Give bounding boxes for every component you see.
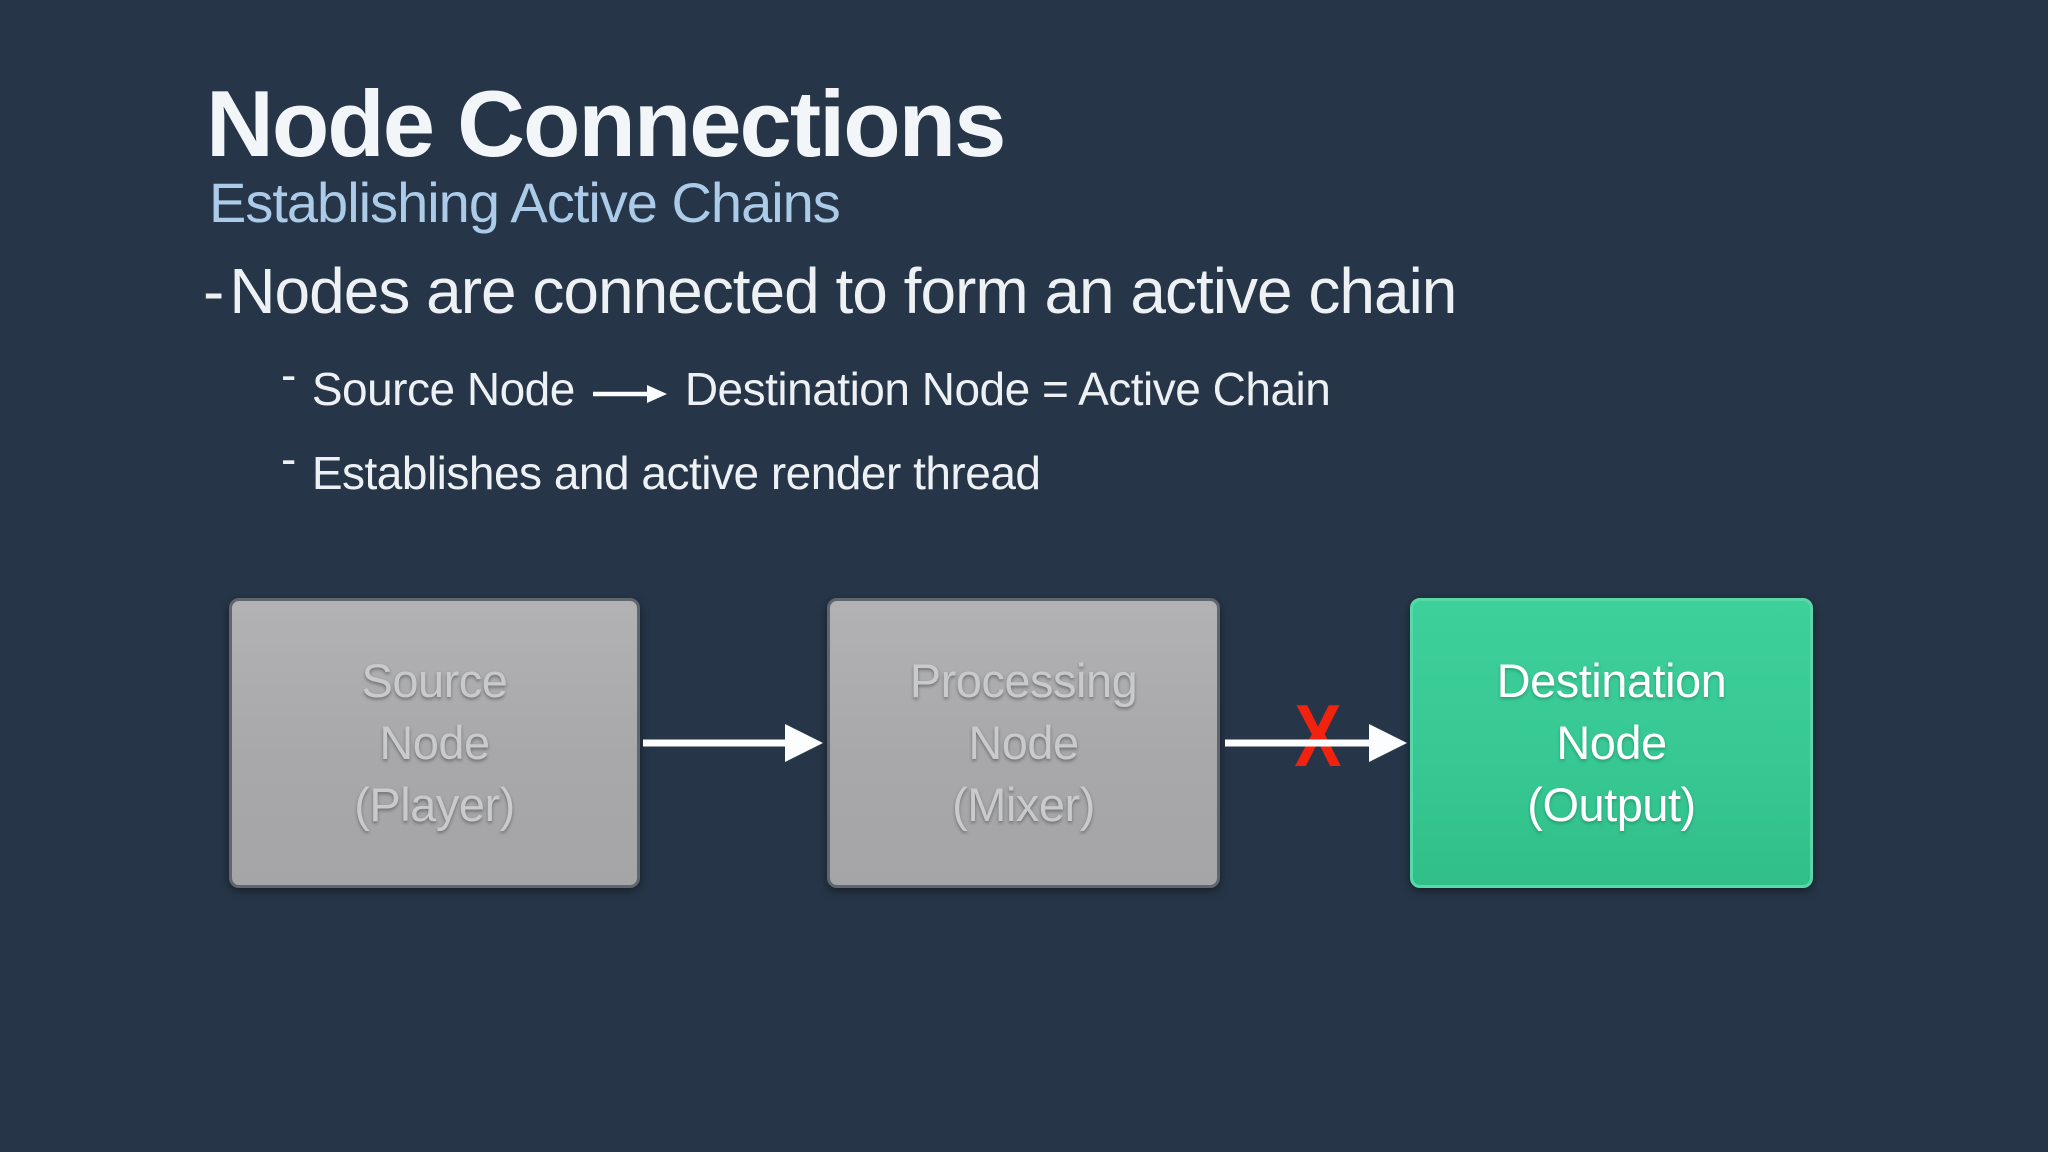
- sub-bullet-render-thread: - Establishes and active render thread: [281, 432, 1041, 500]
- flow-arrow-icon: [643, 724, 823, 762]
- bullet-main: - Nodes are connected to form an active …: [203, 254, 1457, 328]
- destination-node-box: Destination Node (Output): [1410, 598, 1813, 888]
- node-label-line: Source: [361, 654, 508, 707]
- node-label-line: (Player): [354, 778, 515, 831]
- bullet-dash-marker: -: [203, 255, 224, 327]
- node-label-line: (Output): [1527, 778, 1696, 831]
- slide-subtitle: Establishing Active Chains: [209, 171, 841, 234]
- broken-connection-x-mark: X: [1294, 686, 1342, 785]
- slide-title: Node Connections: [206, 71, 1006, 176]
- node-label-line: Node: [1556, 716, 1667, 769]
- flow-arrow-icon: [1225, 724, 1407, 762]
- node-label-line: Node: [968, 716, 1079, 769]
- right-arrow-icon: [592, 385, 667, 403]
- node-label-line: Processing: [909, 654, 1138, 707]
- source-node-box: Source Node (Player): [229, 598, 640, 888]
- bullet-main-text: Nodes are connected to form an active ch…: [229, 255, 1457, 327]
- node-label-line: (Mixer): [952, 778, 1095, 831]
- sub-bullet-destination-text: Destination Node = Active Chain: [684, 363, 1331, 415]
- sub-bullet-source-text: Source Node: [311, 363, 576, 415]
- sub-bullet-active-chain: - Source Node Destination Node = Active …: [281, 348, 1331, 416]
- node-label-line: Node: [379, 716, 490, 769]
- sub-bullet-dash-marker: -: [281, 432, 296, 485]
- processing-node-box: Processing Node (Mixer): [827, 598, 1220, 888]
- sub-bullet-dash-marker: -: [281, 348, 296, 401]
- sub-bullet-render-thread-text: Establishes and active render thread: [311, 447, 1041, 499]
- node-label-line: Destination: [1496, 654, 1727, 707]
